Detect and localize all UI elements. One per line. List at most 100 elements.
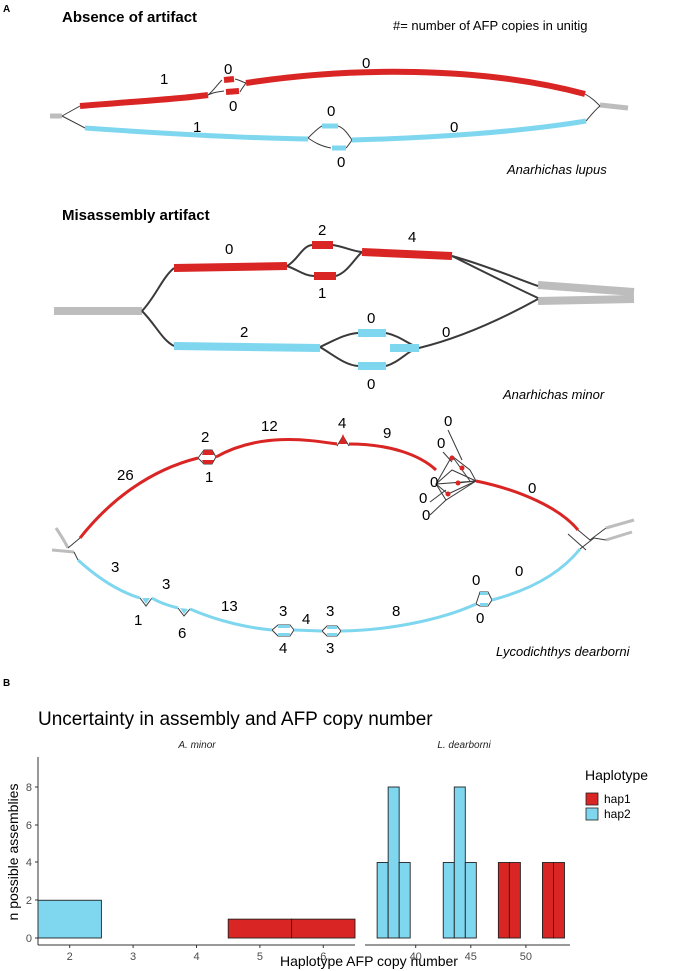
graph2-species: Anarhichas minor <box>502 387 605 402</box>
graph2-label: 4 <box>408 229 416 246</box>
graph3-hap2-label: 3 <box>326 603 334 620</box>
graph-anarhichas-minor: Misassembly artifact <box>54 207 635 402</box>
y-tick-label: 4 <box>26 857 32 869</box>
graph3-hap1-label: 1 <box>205 469 213 486</box>
graph3-hap2-label: 8 <box>392 603 400 620</box>
graph3-hap1-label: 0 <box>444 413 452 430</box>
bar-hap2 <box>464 862 477 939</box>
graph1-hap2-unitigs <box>84 118 587 151</box>
bar-hap2 <box>376 862 389 939</box>
x-tick-label: 2 <box>67 951 73 963</box>
graph3-hap2-label: 0 <box>472 572 480 589</box>
y-tick-label: 6 <box>26 820 32 832</box>
graph3-hap2-label: 1 <box>134 612 142 629</box>
x-tick-label: 50 <box>520 951 532 963</box>
graph3-hap2-label: 3 <box>279 603 287 620</box>
graph1-label: 1 <box>160 71 168 88</box>
bar-hap2 <box>453 786 466 939</box>
graph3-hap1-label: 0 <box>419 490 427 507</box>
graph3-hap2-label: 3 <box>111 559 119 576</box>
facet-label-a-minor: A. minor <box>177 740 216 751</box>
y-tick-label: 0 <box>26 933 32 945</box>
bar-hap1 <box>497 862 510 939</box>
graph2-hap2-unitigs <box>173 329 419 370</box>
graph3-hap1-label: 9 <box>383 425 391 442</box>
graph3-hap2-unitigs <box>76 548 582 633</box>
legend-label-hap2: hap2 <box>604 807 631 821</box>
graph2-edges <box>141 244 539 367</box>
graph1-title: Absence of artifact <box>62 9 197 26</box>
x-tick-label: 3 <box>130 951 136 963</box>
bar-hap2 <box>387 786 400 939</box>
flank-node-right <box>599 102 629 111</box>
graph1-label: 0 <box>229 98 237 115</box>
graph3-hap1-label: 0 <box>422 507 430 524</box>
facet-label-l-dearborni: L. dearborni <box>437 740 491 751</box>
bar-hap1 <box>542 862 554 939</box>
graph3-hap2-label: 4 <box>279 640 287 657</box>
graph3-hap1-label: 12 <box>261 418 278 435</box>
graph1-label: 1 <box>193 119 201 136</box>
flank-node-right-lower <box>537 295 635 305</box>
graph3-hap2-label: 13 <box>221 598 238 615</box>
graph1-label: 0 <box>224 61 232 78</box>
graph1-legend-note: #= number of AFP copies in unitig <box>393 18 588 33</box>
graph3-hap2-label: 3 <box>326 640 334 657</box>
bar-hap2 <box>442 862 455 939</box>
graph3-hap2-label: 6 <box>178 625 186 642</box>
graph1-label: 0 <box>450 119 458 136</box>
panel-b-letter: B <box>3 678 10 689</box>
graph1-species: Anarhichas lupus <box>506 162 607 177</box>
graph3-flanks <box>51 518 635 554</box>
graph1-label: 0 <box>327 103 335 120</box>
legend-label-hap1: hap1 <box>604 792 631 806</box>
graph2-hap1-unitigs <box>173 241 453 280</box>
x-axis-title: Haplotype AFP copy number <box>280 953 458 969</box>
bar-hap2 <box>37 899 102 939</box>
graph-anarhichas-lupus: Absence of artifact #= number of AFP cop… <box>50 9 629 177</box>
flank-node-right-upper <box>537 281 635 296</box>
graph2-label: 0 <box>225 241 233 258</box>
graph1-edges <box>61 78 601 149</box>
graph3-hap1-label: 0 <box>437 435 445 452</box>
y-axis-title: n possible assemblies <box>5 784 21 921</box>
graph2-label: 0 <box>367 310 375 327</box>
graph2-label: 2 <box>318 222 326 239</box>
graph2-label: 2 <box>240 324 248 341</box>
y-axis: 0 2 4 6 8 <box>26 782 38 945</box>
graph3-hap2-label: 0 <box>515 563 523 580</box>
y-tick-label: 2 <box>26 895 32 907</box>
x-tick-label: 40 <box>410 951 422 963</box>
legend-swatch-hap1 <box>585 792 599 806</box>
legend: Haplotype hap1 hap2 <box>585 767 648 821</box>
graph3-hap1-small-unitigs <box>202 434 465 497</box>
graph2-label: 0 <box>367 376 375 393</box>
graph2-title: Misassembly artifact <box>62 207 210 224</box>
legend-swatch-hap2 <box>585 807 599 821</box>
x-tick-label: 5 <box>257 951 263 963</box>
graph3-hap1-label: 26 <box>117 467 134 484</box>
graph3-hap1-label: 0 <box>430 474 438 491</box>
graph3-hap1-label: 4 <box>338 415 346 432</box>
bar-hap1 <box>227 918 293 939</box>
facet-panel-l-dearborni: 40 45 50 <box>376 786 565 963</box>
graph3-hap1-label: 2 <box>201 429 209 446</box>
graph3-species: Lycodichthys dearborni <box>496 644 631 659</box>
bar-hap1 <box>553 862 565 939</box>
graph-lycodichthys-dearborni: 26 2 1 12 4 9 0 0 0 0 0 0 3 3 1 6 13 3 4… <box>51 413 635 659</box>
graph1-label: 0 <box>362 55 370 72</box>
graph3-hap2-label: 0 <box>476 610 484 627</box>
graph3-edges <box>67 435 607 637</box>
graph2-label: 1 <box>318 285 326 302</box>
panel-a-letter: A <box>3 4 10 15</box>
axis-lines <box>37 757 570 946</box>
chart-title: Uncertainty in assembly and AFP copy num… <box>38 709 433 730</box>
y-tick-label: 8 <box>26 782 32 794</box>
graph3-hap1-unitigs <box>78 438 580 539</box>
x-tick-label: 4 <box>193 951 199 963</box>
graph3-hap2-small-unitigs <box>142 592 488 636</box>
graph2-label: 0 <box>442 324 450 341</box>
graph1-label: 0 <box>337 154 345 171</box>
x-tick-label: 45 <box>465 951 477 963</box>
